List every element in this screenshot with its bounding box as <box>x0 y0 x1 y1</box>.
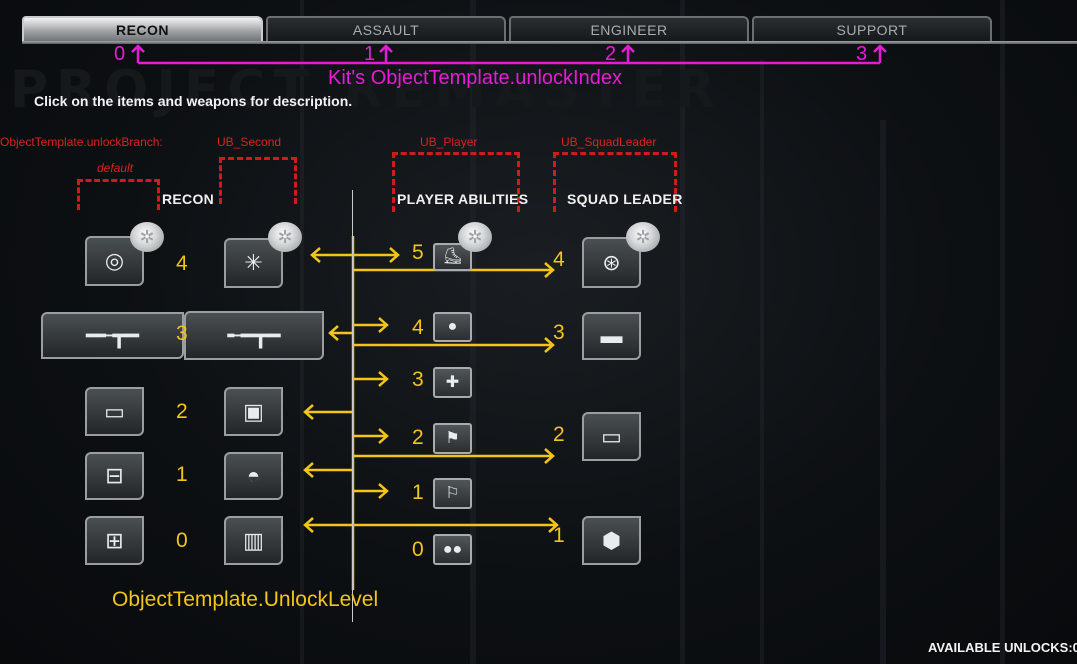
column-header-squad-leader: SQUAD LEADER <box>567 191 683 207</box>
assault-rifle-icon: ╾━┳━ <box>227 322 281 348</box>
background-tree <box>1000 0 1005 664</box>
recon-second-ammo[interactable]: ▥ <box>224 516 283 565</box>
sparkle-icon: ✳ <box>244 250 263 275</box>
sniper-rifle-icon: ━╾┳━ <box>86 322 139 348</box>
player-ability-sprint-fast[interactable]: ⚑ <box>433 423 472 454</box>
recon-item-sniper-rifle[interactable]: ━╾┳━ <box>41 312 184 359</box>
player-ability-grenade[interactable]: ● <box>433 312 472 342</box>
player-level-label: 1 <box>412 481 424 504</box>
background-tree <box>880 120 886 664</box>
kit-unlock-index-label: Kit's ObjectTemplate.unlockIndex <box>328 67 622 89</box>
instruction-text: Click on the items and weapons for descr… <box>34 93 353 109</box>
squad-leader-item-beacon[interactable]: ⬢ <box>582 516 641 565</box>
tab-recon[interactable]: RECON <box>22 16 263 42</box>
recon-second-uav[interactable]: ▣ <box>224 387 283 436</box>
branch-ub-second: UB_Second <box>217 135 282 149</box>
boot-icon: ⛸ <box>442 248 463 265</box>
kit-index-engineer: 2 <box>605 43 617 65</box>
player-level-label: 5 <box>412 241 424 264</box>
kit-index-support: 3 <box>856 43 868 65</box>
laser-icon: ▭ <box>601 423 622 449</box>
squad-leader-item-designator[interactable]: ▭ <box>582 412 641 461</box>
running-man-icon: ⚐ <box>445 484 460 502</box>
unlock-level-label-prefix: ObjectTemplate. <box>112 588 264 611</box>
recon-level-label: 3 <box>176 322 188 345</box>
designator-icon: ▬ <box>600 323 623 348</box>
unlock-gear-icon <box>626 222 660 252</box>
player-ability-sprint-boots[interactable]: ⛸ <box>433 243 472 271</box>
tab-assault[interactable]: ASSAULT <box>266 16 506 42</box>
scope-icon: ⊟ <box>105 463 124 488</box>
squad-level-label: 2 <box>553 423 565 446</box>
recon-item-claymore[interactable]: ⊞ <box>85 516 144 565</box>
ammo-pouch-icon: ▥ <box>243 527 264 553</box>
launcher-icon: ▭ <box>104 398 125 424</box>
branch-box-squad <box>553 152 677 212</box>
player-level-label: 2 <box>412 426 424 449</box>
device-icon: ⊛ <box>602 249 621 275</box>
player-ability-sprint[interactable]: ⚐ <box>433 478 472 509</box>
recon-second-ability[interactable]: ✳ <box>224 238 283 288</box>
tab-support[interactable]: SUPPORT <box>752 16 992 42</box>
recon-second-rifle[interactable]: ╾━┳━ <box>184 311 324 360</box>
kit-index-recon: 0 <box>114 43 126 65</box>
background-tree <box>470 0 476 664</box>
squad-level-label: 3 <box>553 321 565 344</box>
recon-item-scope[interactable]: ⊟ <box>85 452 144 500</box>
tab-engineer[interactable]: ENGINEER <box>509 16 749 42</box>
kit-index-assault: 1 <box>364 43 376 65</box>
squad-level-label: 4 <box>553 248 565 271</box>
recon-level-label: 4 <box>176 252 188 275</box>
column-divider <box>352 190 353 622</box>
recon-level-label: 2 <box>176 400 188 423</box>
grenades-icon: ●● <box>442 540 463 558</box>
unlock-branch-label: ObjectTemplate.unlockBranch: <box>0 135 163 149</box>
background-tree <box>680 0 685 664</box>
branch-box-second <box>219 157 297 204</box>
branch-box-player <box>392 152 520 212</box>
tab-bar-divider <box>22 41 1077 44</box>
player-level-label: 0 <box>412 538 424 561</box>
branch-ub-player: UB_Player <box>420 135 478 149</box>
branch-default: default <box>97 161 134 175</box>
claymore-icon: ⊞ <box>105 527 124 553</box>
player-ability-bandage[interactable]: ✚ <box>433 367 472 398</box>
unlock-gear-icon <box>130 222 164 252</box>
unlock-level-label-suffix: UnlockLevel <box>263 588 379 611</box>
player-level-label: 3 <box>412 368 424 391</box>
watermark-logo: PROJECT REMASTER <box>10 60 723 120</box>
branch-box-default <box>77 179 160 210</box>
available-unlocks-counter: AVAILABLE UNLOCKS:0 <box>928 640 1077 655</box>
squad-level-label: 1 <box>553 524 565 547</box>
grenade-icon: ● <box>447 318 458 335</box>
helmet-icon: ◓ <box>246 463 261 488</box>
column-header-player-abilities: PLAYER ABILITIES <box>397 191 529 207</box>
recon-level-label: 1 <box>176 463 188 486</box>
unlock-gear-icon <box>458 222 492 252</box>
recon-second-helmet[interactable]: ◓ <box>224 452 283 500</box>
player-ability-extra-grenades[interactable]: ●● <box>433 534 472 565</box>
motion-sensor-icon: ◎ <box>104 248 125 273</box>
magenta-index-arrows <box>131 44 887 65</box>
yellow-unlock-arrows <box>303 236 559 590</box>
unlock-gear-icon <box>268 222 302 252</box>
bandage-icon: ✚ <box>445 373 460 391</box>
unlock-level-label: ObjectTemplate.UnlockLevel <box>112 588 378 612</box>
column-header-recon: RECON <box>162 191 215 207</box>
uav-controller-icon: ▣ <box>243 398 264 424</box>
squad-leader-item-binoculars[interactable]: ▬ <box>582 312 641 360</box>
background-tree <box>760 60 764 664</box>
branch-ub-squadleader: UB_SquadLeader <box>561 135 657 149</box>
player-level-label: 4 <box>412 316 424 339</box>
running-man-icon: ⚑ <box>445 429 460 447</box>
recon-level-label: 0 <box>176 529 188 552</box>
beacon-icon: ⬢ <box>601 527 622 553</box>
recon-item-launcher[interactable]: ▭ <box>85 387 144 436</box>
